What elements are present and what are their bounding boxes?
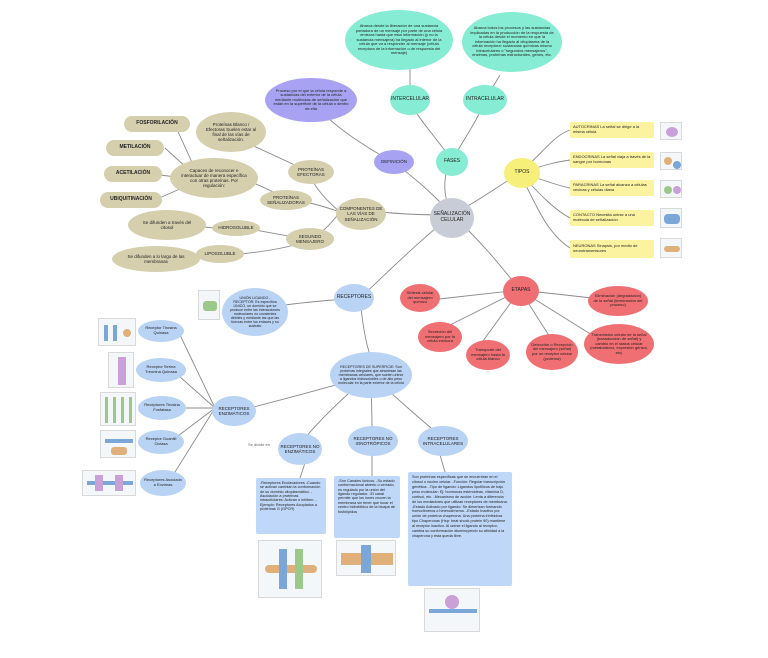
intercelular-node: INTERCELULAR: [390, 85, 430, 115]
etapa-transporte: Transporte del mensajero hasta la célula…: [466, 340, 510, 370]
serina-treonina-illustration: [108, 352, 134, 388]
receptores-no-ionotropicos-node: RECEPTORES NO IONOTRÓPICOS: [348, 426, 398, 456]
tipo-endocrinas: ENDOCRINAS La señal viaja a través de la…: [570, 152, 654, 168]
liposoluble-description: Se difunden a lo largo de las membranas: [112, 246, 200, 272]
liposoluble-node: LIPOSOLUBLE: [196, 245, 244, 263]
fosforilacion-node: FOSFORILACIÓN: [124, 116, 190, 132]
etapa-deteccion: Detección o Recepción del mensajero (señ…: [526, 334, 578, 370]
etapa-eliminacion: Eliminación (degradación) de la señal (t…: [588, 286, 648, 316]
receptores-superficie: RECEPTORES DE SUPERFICIE: Son proteínas …: [330, 352, 412, 398]
acetilacion-node: ACETILACIÓN: [104, 166, 162, 182]
receptores-intracelulares-node: RECEPTORES INTRACELULARES: [418, 426, 468, 456]
asociado-enzimas-illustration: [82, 470, 136, 496]
componentes-node: COMPONENTES DE LAS VÍAS DE SEÑALIZACIÓN: [336, 198, 386, 230]
proteinas-efectoras-node: PROTEÍNAS EFECTORAS: [288, 160, 334, 184]
hidrosoluble-description: Se difunden a través del citosol: [128, 210, 206, 240]
enz-guanilil-ciclasa: Receptor Guanilil Ciclasa: [138, 430, 184, 454]
no-ionotropicos-description: -Son Canales Iónicos. -Su estado conform…: [334, 476, 400, 538]
enz-serina-treonina: Receptor Serina Treonina Quinasa: [136, 358, 186, 382]
receptores-enzimaticos-node: RECEPTORES ENZIMÁTICOS: [212, 396, 256, 426]
fases-node: FASES: [436, 148, 468, 176]
receptores-node: RECEPTORES: [334, 284, 374, 312]
intracelular-description: Abarca todos los procesos y las sustanci…: [462, 12, 562, 72]
no-enzimaticos-description: -Receptores Enclavadores -Cuando se acti…: [256, 478, 326, 534]
receptores-no-enzimaticos-node: RECEPTORES NO ENZIMÁTICOS: [278, 433, 322, 465]
enz-asociado-enzimas: Receptores Asociado a Enzimas: [140, 470, 186, 496]
union-ligando-receptor: UNIÓN LIGANDO - RECEPTOR: Es específica …: [222, 288, 288, 336]
paracrina-illustration: [660, 180, 682, 198]
definicion-node: DEFINICIÓN: [374, 150, 414, 174]
metilacion-node: METILACIÓN: [106, 140, 164, 156]
autocrina-illustration: [660, 122, 682, 140]
guanilil-ciclasa-illustration: [100, 430, 136, 458]
tipo-paracrinas: PARACRINAS La señal alcanza a células ve…: [570, 180, 654, 196]
tirosina-quinasa-illustration: [98, 318, 136, 346]
receptor-intracelular-illustration: [424, 588, 480, 632]
ubiquitinacion-node: UBIQUITINACIÓN: [100, 192, 162, 208]
enz-tirosina-quinasa: Receptor Tirosina Quinasa: [138, 320, 184, 342]
tipo-autocrinas: AUTOCRINAS La señal se dirige a la misma…: [570, 122, 654, 138]
definicion-description: Proceso por el que la célula responde a …: [265, 78, 357, 122]
intracelular-node: INTRACELULAR: [463, 85, 507, 115]
divide-label: Se divide en: [247, 441, 270, 447]
center-node-senalizacion: SEÑALIZACIÓN CELULAR: [430, 198, 474, 238]
efectoras-description: Proteínas Blanco / Efectoras Suelen esta…: [196, 112, 266, 152]
intercelular-description: Abarca desde la liberación de una sustan…: [345, 10, 453, 70]
tipo-contacto: CONTACTO Necesita unirse a una molécula …: [570, 210, 654, 226]
etapas-node: ETAPAS: [503, 276, 539, 306]
tirosina-fosfatasa-illustration: [100, 392, 136, 426]
etapa-secrecion: Secreción del mensajero por la célula em…: [418, 322, 462, 352]
etapa-transmision: Transmisión celular de la señal (transdu…: [584, 324, 654, 364]
canal-ionico-illustration: [336, 540, 396, 576]
tipos-node: TIPOS: [504, 158, 540, 188]
segundo-mensajero-node: SEGUNDO MENSAJERO: [286, 228, 334, 250]
contacto-illustration: [660, 208, 682, 228]
enz-tirosina-fosfatasa: Receptores Tirosina Fosfatasa: [138, 396, 186, 420]
neurona-illustration: [660, 238, 682, 258]
endocrina-illustration: [660, 152, 682, 170]
etapa-sintesis: Síntesis celular del mensajero químico: [400, 284, 440, 312]
union-ligando-illustration: [198, 290, 220, 320]
tipo-neuronas: NEURONAS Sinapsis, por medio de neurotra…: [570, 240, 654, 258]
gpcr-illustration: [258, 540, 322, 598]
intracelulares-description: Son proteínas específicas que se encuent…: [408, 472, 512, 586]
proteinas-senalizadoras-node: PROTEÍNAS SEÑALIZADORAS: [260, 190, 312, 210]
senalizadoras-description: Capaces de reconocer e interactuar de ma…: [170, 158, 258, 198]
hidrosoluble-node: HIDROSOLUBLE: [212, 220, 260, 236]
